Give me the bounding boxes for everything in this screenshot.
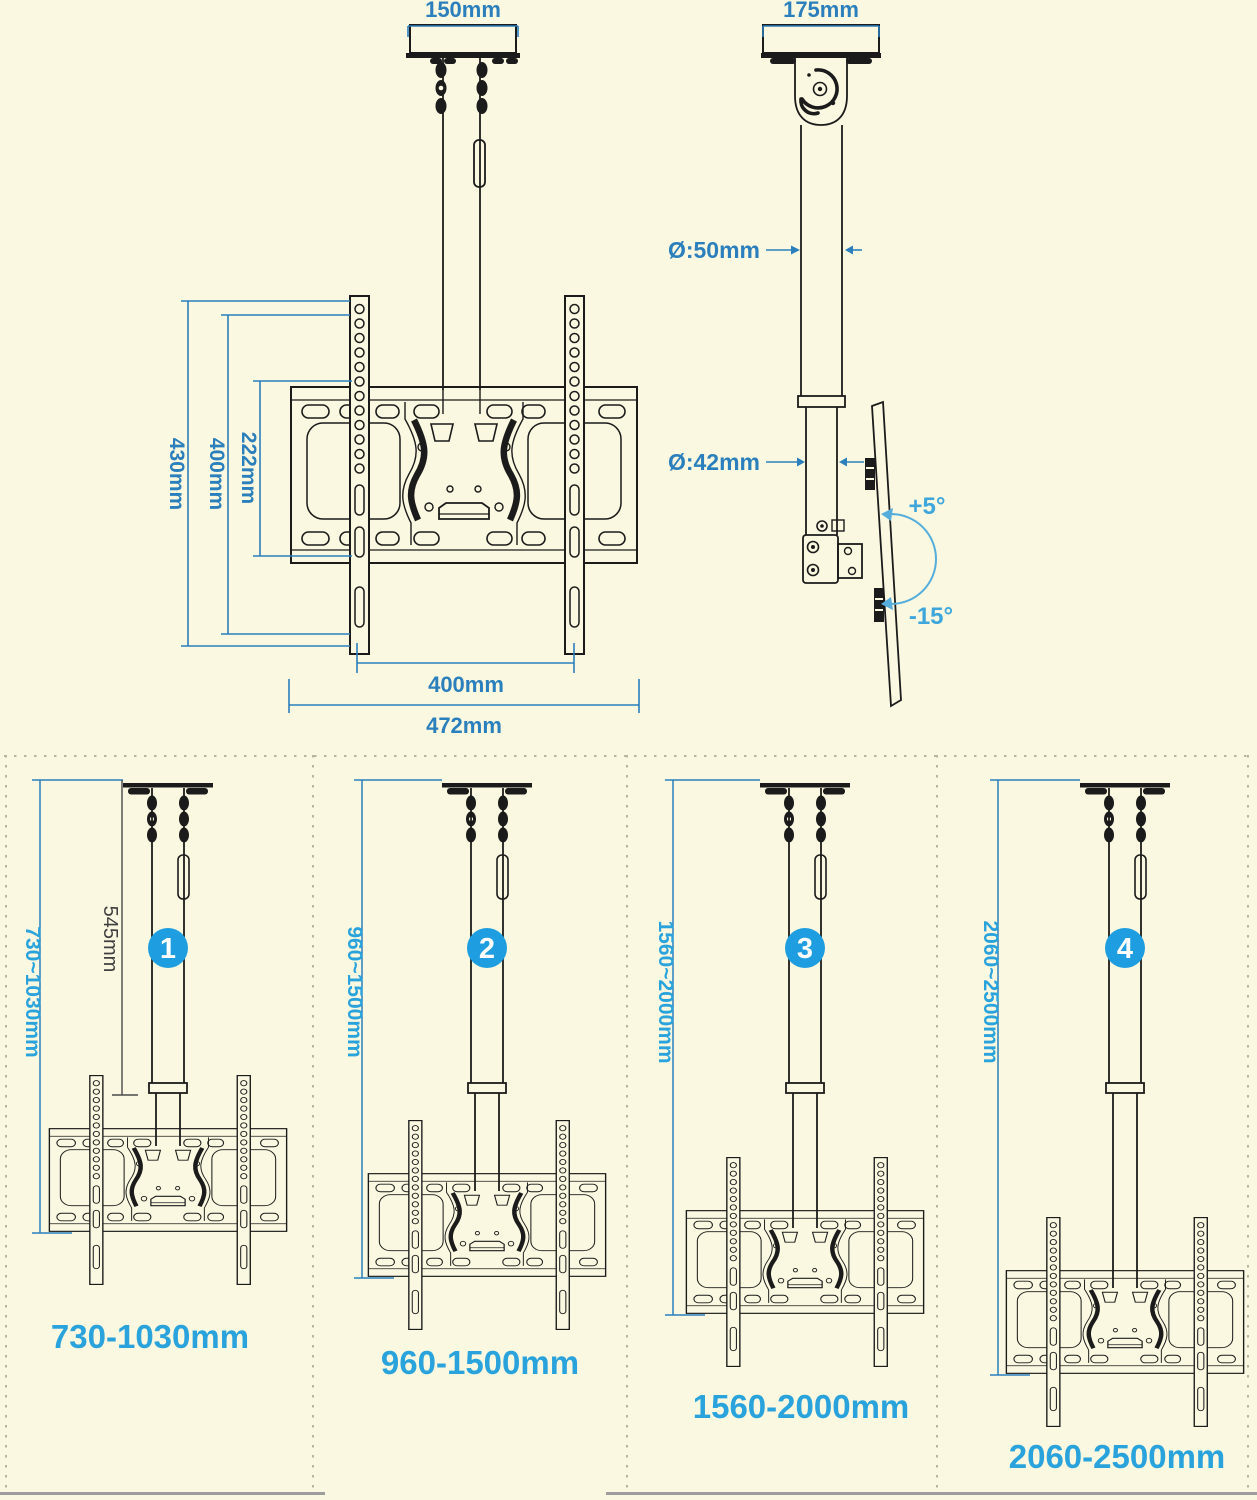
side-view-diagram: 175mm Ø:50mm Ø:42mm +5° -15° xyxy=(668,0,953,708)
variant-1-dimension-lines xyxy=(32,779,123,1234)
bracket-front-large xyxy=(291,296,637,654)
variant-panel-2: 2 960~1500mm 960-1500mm xyxy=(343,779,627,1381)
variant-4-number: 4 xyxy=(1117,933,1133,965)
pole-handle xyxy=(473,139,486,188)
variant-1-label: 730-1030mm xyxy=(51,1318,249,1355)
variant-4-dimension-lines xyxy=(990,779,1080,1376)
dim-upper-diameter-label: Ø:50mm xyxy=(668,237,760,263)
variant-1-pole-length: 545mm xyxy=(99,906,121,973)
dim-total-width-label: 472mm xyxy=(426,713,502,738)
tilt-up-label: +5° xyxy=(909,493,946,520)
ceiling-plate-side xyxy=(761,24,881,64)
tv-panel-side xyxy=(865,400,902,708)
swivel-joint xyxy=(794,57,848,126)
variant-panel-4: 4 2060~2500mm 2060-2500mm xyxy=(979,779,1257,1475)
variant-3-height-range: 1560~2000mm xyxy=(654,920,677,1063)
variant-4-height-range: 2060~2500mm xyxy=(979,920,1002,1063)
variant-3-number: 3 xyxy=(797,933,813,965)
photo-edge-line xyxy=(606,1492,1257,1495)
variant-3-dimension-lines xyxy=(665,779,760,1316)
top-views: 150mm 430mm 400mm 222mm 400mm 472mm xyxy=(165,0,953,738)
variant-4-badge: 4 xyxy=(1105,928,1145,968)
variant-4-label: 2060-2500mm xyxy=(1009,1438,1226,1475)
panel-border xyxy=(5,755,7,1493)
variant-1-badge: 1 xyxy=(148,928,188,968)
photo-edge-line xyxy=(0,1492,325,1495)
variant-2-dimension-lines xyxy=(354,779,442,1279)
variant-2-number: 2 xyxy=(479,933,495,965)
pole-front xyxy=(435,58,488,414)
variant-2-badge: 2 xyxy=(467,928,507,968)
front-dimension-lines xyxy=(181,25,640,713)
pole-side xyxy=(797,125,846,535)
variant-1-number: 1 xyxy=(160,933,176,965)
variant-3-drawing xyxy=(686,783,923,1366)
diameter-arrowheads xyxy=(791,245,853,467)
dim-hole-width-label: 400mm xyxy=(428,672,504,697)
dim-total-height-label: 430mm xyxy=(165,438,188,510)
dim-lower-diameter-label: Ø:42mm xyxy=(668,449,760,475)
variant-2-label: 960-1500mm xyxy=(381,1344,579,1381)
tilt-range-arc xyxy=(881,508,937,610)
dim-plate-width-label: 150mm xyxy=(425,0,501,22)
variant-2-drawing xyxy=(368,783,605,1329)
tilt-down-label: -15° xyxy=(909,603,953,630)
variant-1-drawing xyxy=(49,783,286,1284)
variant-3-badge: 3 xyxy=(785,928,825,968)
panel-border xyxy=(626,755,628,1493)
tilt-hinge xyxy=(802,519,863,584)
panel-border xyxy=(1247,755,1249,1493)
variant-panel-3: 3 1560~2000mm 1560-2000mm xyxy=(654,779,937,1425)
variant-1-pole-dim-line xyxy=(112,780,138,1096)
ceiling-plate-front xyxy=(406,24,520,64)
variant-panel-1: 1 730~1030mm 545mm 730-1030mm xyxy=(21,779,313,1355)
dim-rail-height-label: 400mm xyxy=(205,438,228,510)
panel-border xyxy=(312,755,314,1493)
panel-border xyxy=(936,755,938,1493)
variant-3-label: 1560-2000mm xyxy=(693,1388,910,1425)
front-view-diagram: 150mm 430mm 400mm 222mm 400mm 472mm xyxy=(165,0,640,738)
variant-2-height-range: 960~1500mm xyxy=(343,926,366,1057)
variant-4-drawing xyxy=(1006,783,1243,1426)
section-divider xyxy=(4,755,1252,757)
variant-1-height-range: 730~1030mm xyxy=(21,926,44,1057)
dim-inner-height-label: 222mm xyxy=(237,432,260,504)
dim-side-plate-width-label: 175mm xyxy=(783,0,859,22)
side-dimension-lines xyxy=(762,25,880,463)
